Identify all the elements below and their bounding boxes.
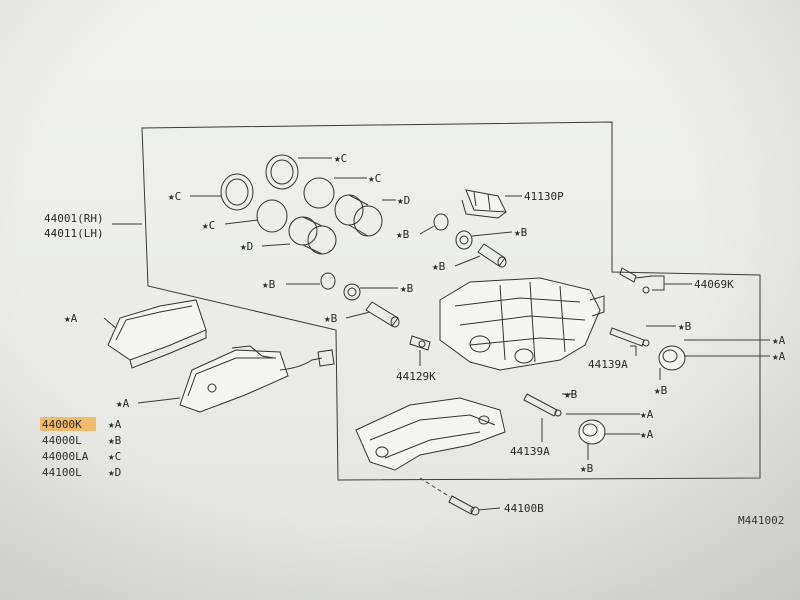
marker-c3: ★C [368,172,381,185]
seal-b-4 [343,283,361,301]
marker-c2: ★C [168,190,181,203]
caliper-bracket [355,397,506,471]
marker-b8: ★B [654,384,668,397]
legend-mark-3: ★D [108,466,121,479]
figure-id: M441002 [738,514,784,527]
legend: 44000K ★A 44000L ★B 44000LA ★C 44100L ★D [42,418,122,479]
marker-a6: ★A [640,428,654,441]
marker-b2: ★B [514,226,528,239]
legend-highlight [40,417,96,431]
legend-code-2: 44000LA [42,450,89,463]
caliper-body [439,277,605,371]
slide-pin-lower [523,393,562,417]
piston-small-lower [365,301,400,328]
wear-sensor [619,267,653,294]
guide-plate [461,189,507,219]
marker-b10: ★B [580,462,594,475]
legend-mark-1: ★B [108,434,122,447]
assembly-frame [141,121,761,481]
legend-code-1: 44000L [42,434,82,447]
marker-b7: ★B [678,320,692,333]
slide-pin-upper [609,327,650,347]
callout-sensor: 44069K [694,278,734,291]
seal-ring-low [256,199,288,233]
seal-ring-mid [303,177,335,209]
legend-code-3: 44100L [42,466,82,479]
piston-upper [334,194,383,237]
seal-b-1 [433,213,449,231]
marker-d2: ★D [240,240,253,253]
marker-b9: ★B [564,388,578,401]
callout-pin-lower: 44139A [510,445,550,458]
seal-b-2 [455,230,473,250]
legend-mark-0: ★A [108,418,122,431]
marker-a1: ★A [64,312,78,325]
marker-b6: ★B [324,312,338,325]
legend-code-0: 44000K [42,418,82,431]
callout-caliper-lh: 44011(LH) [44,227,104,240]
seal-ring-upper [265,154,299,190]
callout-caliper-rh: 44001(RH) [44,212,104,225]
callout-bleeder: 44129K [396,370,436,383]
brake-pad-inner [179,345,335,413]
marker-c4: ★C [202,219,215,232]
marker-a5: ★A [640,408,654,421]
mounting-bolt [448,495,480,516]
callout-pin-upper: 44139A [588,358,628,371]
marker-d1: ★D [397,194,410,207]
piston-lower [288,216,337,255]
leader-lines [103,157,770,511]
brake-pad-outer [107,299,207,369]
piston-small-upper [477,243,507,268]
marker-b3: ★B [432,260,446,273]
bleeder-screw [409,335,431,351]
callout-guide: 41130P [524,190,564,203]
marker-b5: ★B [400,282,414,295]
bolt-dash-line [419,477,451,498]
legend-mark-2: ★C [108,450,121,463]
pin-boot-upper [658,345,686,371]
callout-bolt: 44100B [504,502,544,515]
marker-a3: ★A [772,334,786,347]
marker-a2: ★A [116,397,130,410]
marker-b4: ★B [262,278,276,291]
marker-c1: ★C [334,152,347,165]
seal-b-3 [320,272,336,290]
marker-b1: ★B [396,228,410,241]
seal-ring-left [220,173,254,211]
pin-boot-lower [578,419,606,445]
marker-a4: ★A [772,350,786,363]
